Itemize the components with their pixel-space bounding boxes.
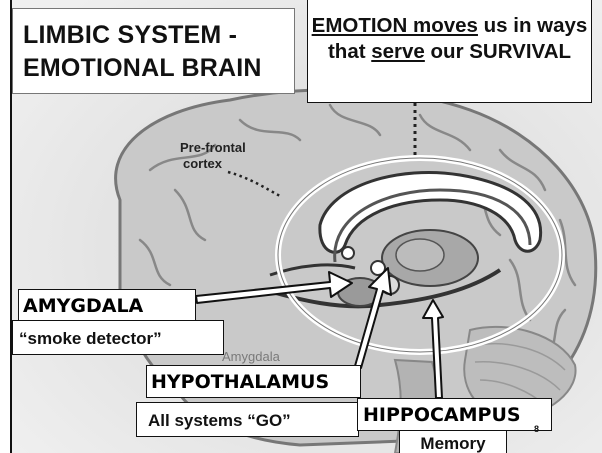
hypothalamus-subtitle: All systems “GO” [136, 402, 359, 437]
hippocampus-subtitle: Memory [399, 430, 507, 453]
prefrontal-label-2: cortex [183, 156, 223, 171]
emotion-text-2: our SURVIVAL [425, 40, 571, 63]
hippocampus-label: HIPPOCAMPUS [357, 398, 552, 431]
title-box: LIMBIC SYSTEM - EMOTIONAL BRAIN [12, 8, 295, 94]
title-line-2: EMOTIONAL BRAIN [23, 54, 262, 83]
emotion-callout: EMOTION moves us in ways that serve our … [307, 0, 592, 103]
title-line-1: LIMBIC SYSTEM - [23, 21, 237, 50]
emotion-serve-text: serve [371, 40, 425, 63]
amygdala-label: AMYGDALA [18, 289, 196, 321]
page-number: 8 [534, 424, 539, 434]
hypothalamus-label: HYPOTHALAMUS [146, 365, 361, 398]
amygdala-faint-label: Amygdala [222, 349, 281, 364]
amygdala-subtitle: “smoke detector” [12, 320, 224, 355]
prefrontal-label: Pre-frontal [180, 140, 246, 155]
emotion-moves-text: EMOTION moves [312, 14, 478, 37]
